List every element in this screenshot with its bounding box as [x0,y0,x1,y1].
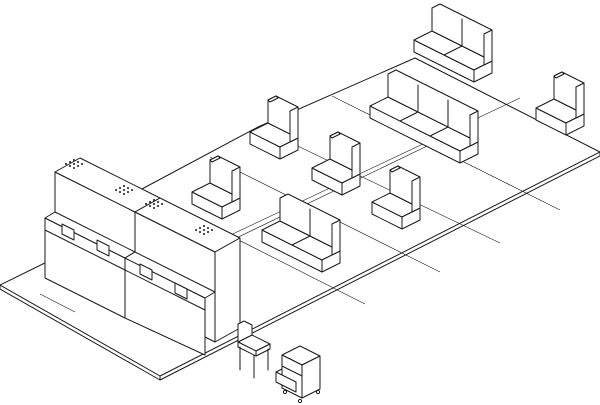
vent-grille [65,159,133,195]
vent-grille [145,199,213,235]
chair [237,320,271,379]
mobile-pedestal [275,345,321,404]
service-counter-right [124,197,241,356]
